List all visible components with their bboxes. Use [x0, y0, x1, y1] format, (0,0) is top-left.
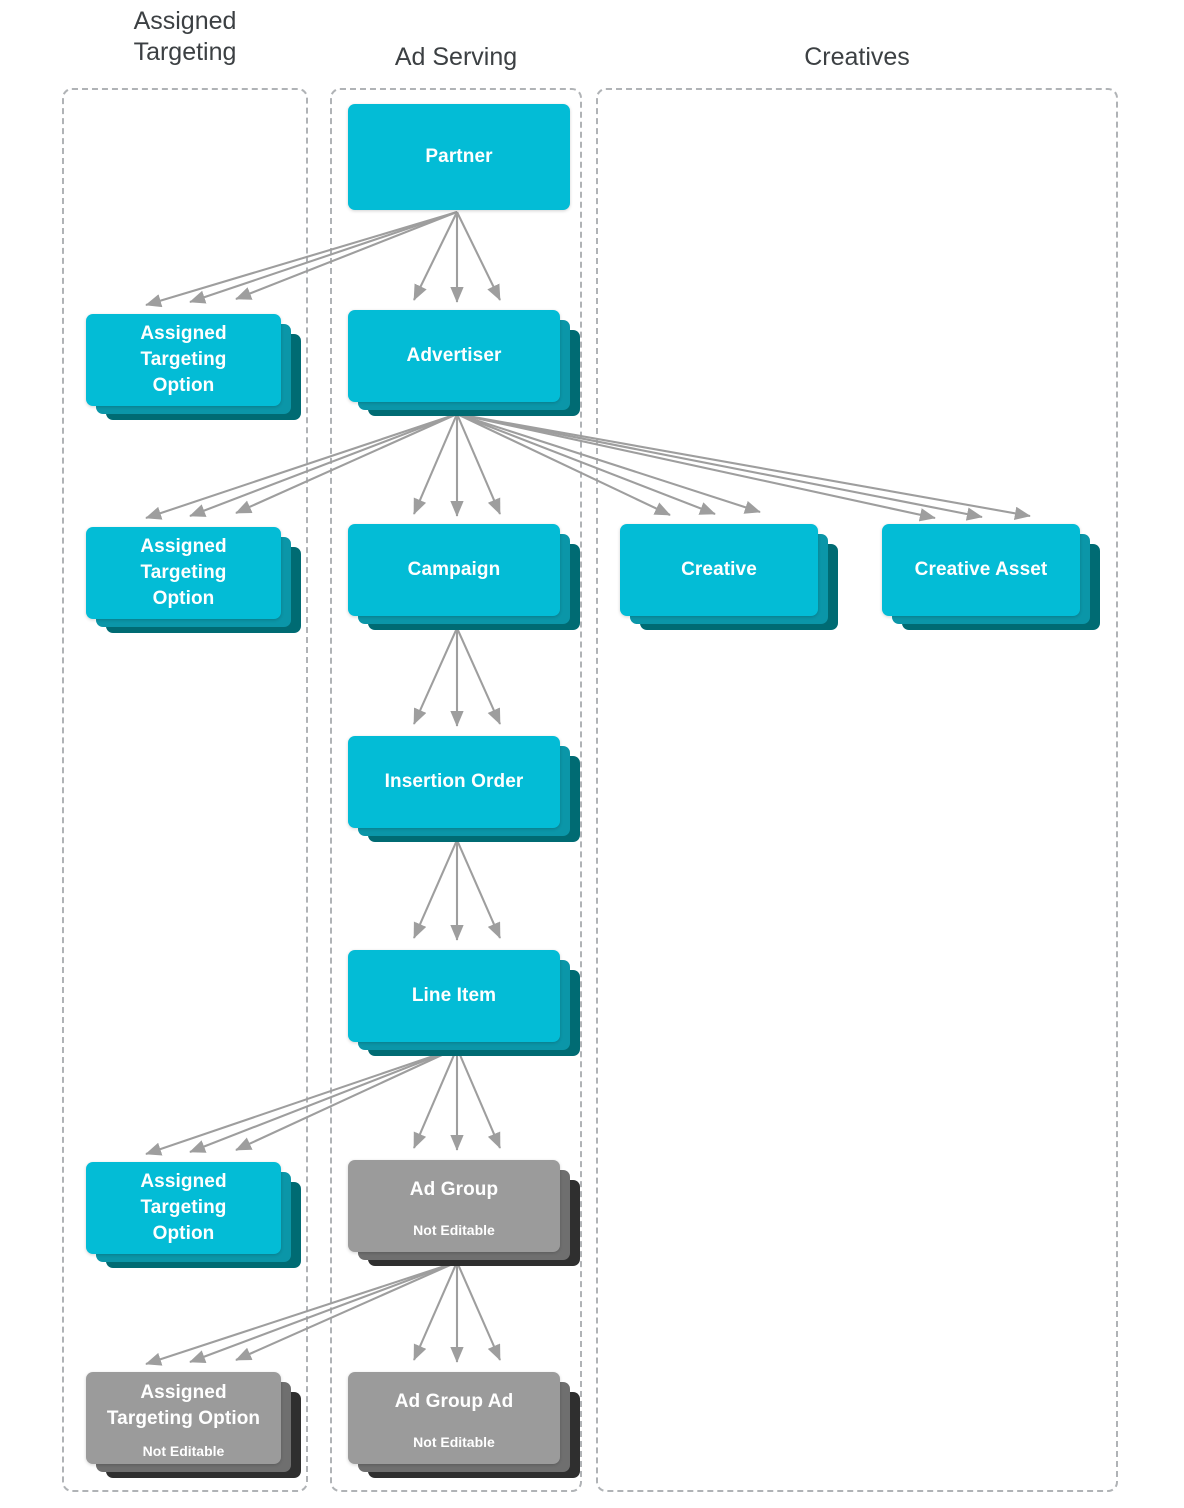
node-campaign[interactable]: Campaign — [348, 524, 580, 630]
node-ato-ad-group-label: Assigned Targeting Option — [106, 1382, 261, 1429]
node-line-item[interactable]: Line Item — [348, 950, 580, 1056]
node-insertion-order-label: Insertion Order — [384, 771, 524, 792]
node-ad-group[interactable]: Ad Group Not Editable — [348, 1160, 580, 1266]
node-ato-partner-label: Assigned Targeting Option — [140, 323, 227, 396]
node-ato-advertiser-surface[interactable]: Assigned Targeting Option — [86, 527, 281, 619]
node-ato-advertiser-label: Assigned Targeting Option — [140, 536, 227, 609]
node-advertiser-label: Advertiser — [406, 345, 502, 366]
node-ato-partner-surface[interactable]: Assigned Targeting Option — [86, 314, 281, 406]
node-ato-ad-group-sublabel: Not Editable — [142, 1443, 225, 1459]
node-ato-line-item-surface[interactable]: Assigned Targeting Option — [86, 1162, 281, 1254]
node-ad-group-label: Ad Group — [409, 1179, 499, 1200]
node-ad-group-ad-surface[interactable]: Ad Group Ad Not Editable — [348, 1372, 560, 1464]
column-header-ad-serving: Ad Serving — [394, 43, 518, 71]
node-advertiser-surface[interactable]: Advertiser — [348, 310, 560, 402]
node-ad-group-surface[interactable]: Ad Group Not Editable — [348, 1160, 560, 1252]
column-header-creatives: Creatives — [804, 43, 910, 71]
node-ad-group-sublabel: Not Editable — [413, 1222, 495, 1238]
node-creative-surface[interactable]: Creative — [620, 524, 818, 616]
node-line-item-label: Line Item — [411, 985, 497, 1006]
node-ad-group-ad-sublabel: Not Editable — [413, 1434, 495, 1450]
node-campaign-label: Campaign — [407, 559, 501, 580]
node-ato-line-item[interactable]: Assigned Targeting Option — [86, 1162, 304, 1268]
node-advertiser[interactable]: Advertiser — [348, 310, 580, 416]
node-creative-asset-label: Creative Asset — [914, 559, 1048, 580]
node-creative-label: Creative — [681, 559, 757, 580]
node-partner-label: Partner — [425, 146, 493, 167]
node-ad-group-ad-label: Ad Group Ad — [394, 1391, 514, 1412]
group-container-creatives — [596, 88, 1118, 1492]
column-header-assigned-targeting: Assigned Targeting — [133, 7, 237, 66]
node-campaign-surface[interactable]: Campaign — [348, 524, 560, 616]
node-insertion-order-surface[interactable]: Insertion Order — [348, 736, 560, 828]
node-creative-asset[interactable]: Creative Asset — [882, 524, 1114, 630]
group-container-assigned-targeting — [62, 88, 308, 1492]
node-creative[interactable]: Creative — [620, 524, 852, 630]
node-partner[interactable]: Partner — [348, 104, 570, 210]
node-partner-surface[interactable]: Partner — [348, 104, 570, 210]
node-ato-advertiser[interactable]: Assigned Targeting Option — [86, 527, 304, 633]
node-line-item-surface[interactable]: Line Item — [348, 950, 560, 1042]
node-ato-ad-group-surface[interactable]: Assigned Targeting Option Not Editable — [86, 1372, 281, 1464]
node-ad-group-ad[interactable]: Ad Group Ad Not Editable — [348, 1372, 580, 1478]
group-container-ad-serving — [330, 88, 582, 1492]
node-creative-asset-surface[interactable]: Creative Asset — [882, 524, 1080, 616]
node-ato-partner[interactable]: Assigned Targeting Option — [86, 314, 304, 420]
node-ato-ad-group[interactable]: Assigned Targeting Option Not Editable — [86, 1372, 304, 1478]
node-insertion-order[interactable]: Insertion Order — [348, 736, 580, 842]
node-ato-line-item-label: Assigned Targeting Option — [140, 1171, 227, 1244]
